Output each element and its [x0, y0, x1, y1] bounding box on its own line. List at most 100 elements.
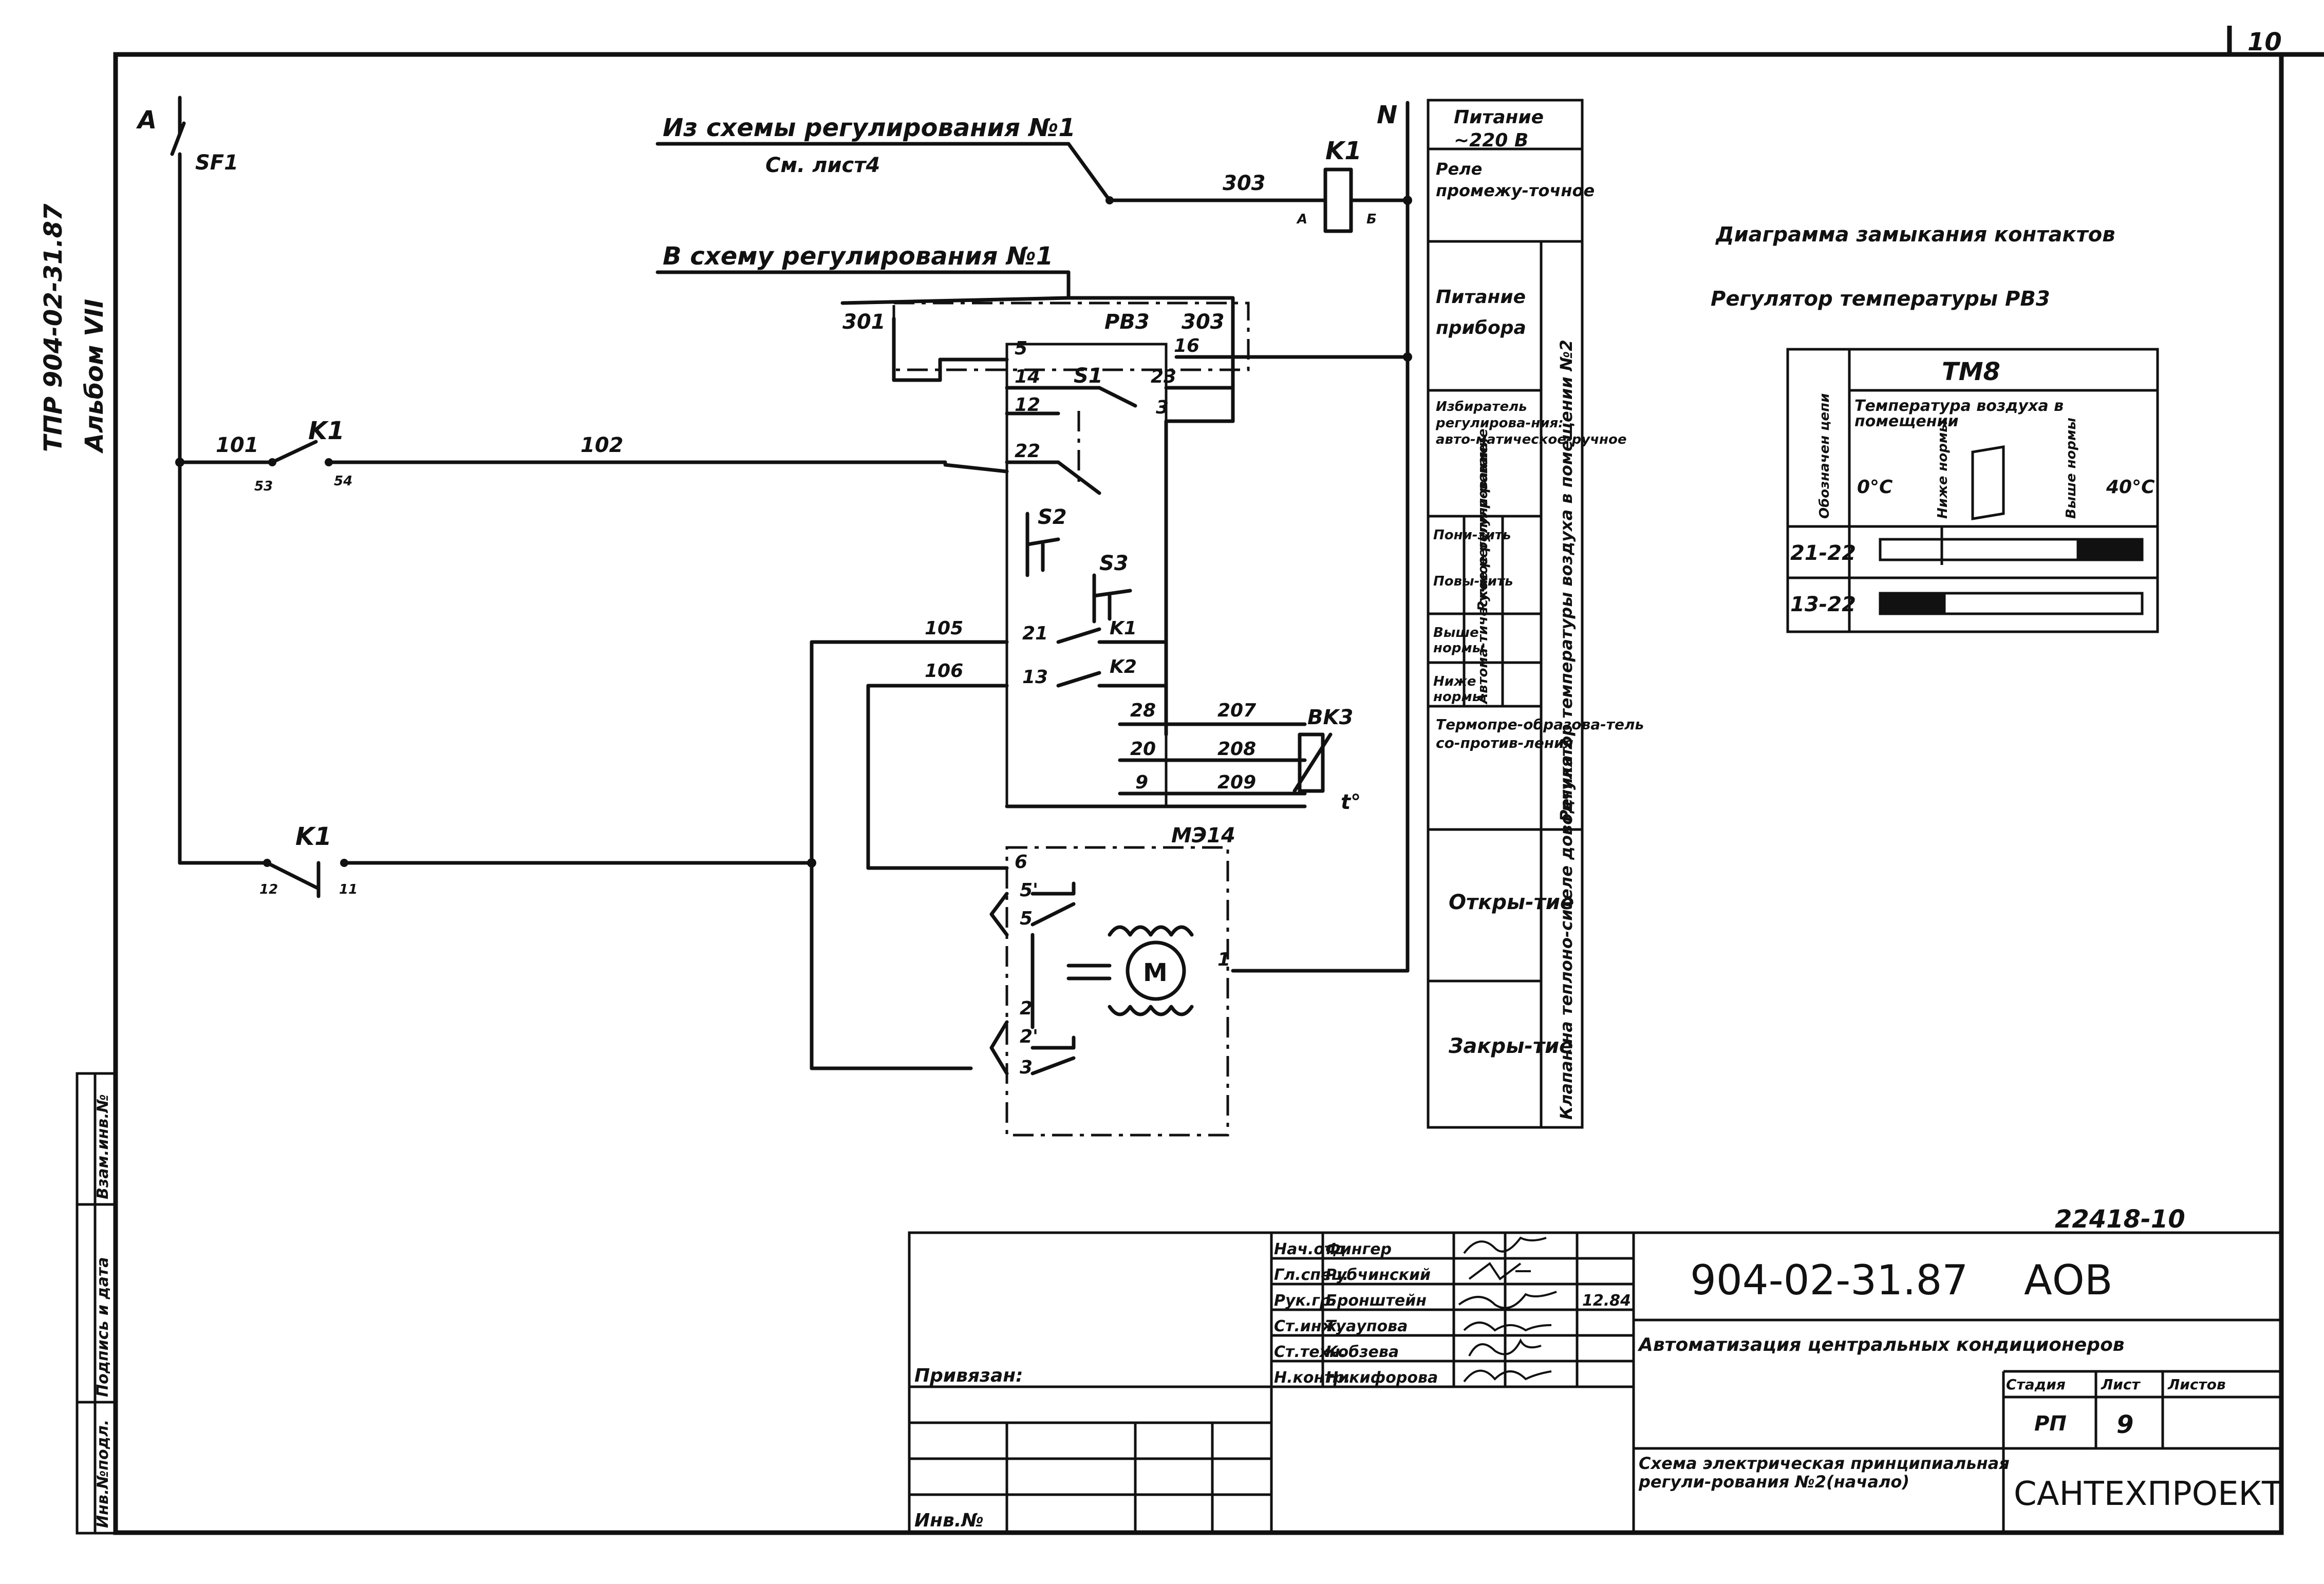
motor-symbol: [1126, 940, 1186, 1001]
switch-s2-label: S2: [1038, 505, 1067, 529]
stamp-field-inventory: Инв.№подл.: [94, 1420, 112, 1528]
title-sheets-label: Листов: [2167, 1376, 2226, 1393]
act-term-5p: 5': [1020, 880, 1038, 901]
contact-temp-max: 40°С: [2106, 477, 2155, 498]
actuator-me14-box: [1005, 846, 1229, 1137]
contact-k2r-label: K2: [1110, 656, 1137, 677]
contact-col-chain: Обозначен цепи: [1817, 393, 1832, 519]
contact-device: ТМ8: [1942, 357, 2000, 386]
wire-207-label: 207: [1217, 700, 1256, 721]
act-term-1: 1: [1217, 949, 1230, 970]
drawing-id: 22418-10: [2055, 1205, 2185, 1234]
name-2: Рубчинский: [1325, 1266, 1431, 1284]
term-3: 3: [1156, 397, 1169, 418]
term-16: 16: [1174, 335, 1200, 356]
term-9: 9: [1135, 772, 1148, 793]
wire-209-label: 209: [1217, 772, 1256, 793]
stamp-field-signature: Подпись и дата: [94, 1257, 112, 1397]
relay-pin-b: Б: [1366, 212, 1377, 227]
act-limit-open: [989, 881, 1076, 937]
neutral-node-relay: [1403, 196, 1412, 205]
k1-pin-54: 54: [334, 474, 352, 489]
title-sheet-label: Лист: [2101, 1376, 2141, 1393]
name-6: Никифорова: [1325, 1369, 1438, 1387]
breaker-contact: [170, 121, 186, 156]
act-limit-close: [989, 1020, 1076, 1076]
act-term-3: 3: [1020, 1057, 1033, 1078]
legend-open: Откры-тие: [1449, 891, 1574, 914]
legend-auto: Автома-тическое регули-рование: [1475, 444, 1491, 705]
switch-s1-blade2: [1056, 460, 1101, 495]
title-block-grid: [908, 1231, 2282, 1534]
legend-power: Питание~220 В: [1454, 107, 1544, 151]
name-1: Фингер: [1325, 1240, 1392, 1258]
title-bound: Привязан:: [914, 1365, 1023, 1386]
wire-102b: [943, 463, 1009, 474]
title-org: САНТЕХПРОЕКТ: [2014, 1475, 2282, 1513]
wire-208-label: 208: [1217, 739, 1256, 760]
wire-101-label: 101: [216, 433, 259, 457]
sensor-label: BK3: [1307, 706, 1353, 729]
act-term-5: 5: [1020, 908, 1033, 929]
relay-k1-coil: [1323, 167, 1353, 233]
relay-pin-a: А: [1296, 212, 1307, 227]
contact-diagram-title: Диаграмма замыкания контактов: [1715, 223, 2115, 247]
name-5: Кобзева: [1325, 1343, 1399, 1361]
contact-diagram-subtitle: Регулятор температуры РВ3: [1711, 287, 2050, 311]
legend-lower: Пони-зить: [1433, 527, 1511, 543]
to-scheme-brace: [840, 296, 1235, 310]
act-term-6: 6: [1015, 852, 1027, 873]
wire-102-label: 102: [580, 433, 624, 457]
legend-group-regulator: Регулятор температуры воздуха в помещени…: [1557, 340, 1576, 822]
contact-k1r: [1056, 627, 1101, 644]
k1-pin-11: 11: [339, 882, 358, 897]
switch-s3-label: S3: [1099, 552, 1129, 575]
k1-pin-53: 53: [254, 479, 273, 494]
to-scheme-label: В схему регулирования №1: [663, 242, 1053, 271]
motor-label: M: [1143, 958, 1168, 987]
from-scheme-label: Из схемы регулирования №1: [663, 114, 1076, 142]
title-project: Автоматизация центральных кондиционеров: [1637, 1334, 2125, 1355]
margin-stamp: [76, 1072, 117, 1535]
title-stage: РП: [2034, 1412, 2067, 1436]
contact-below-norm: Ниже нормы: [1935, 420, 1951, 519]
k1-no-contact: [270, 440, 318, 464]
contact-above-norm: Выше нормы: [2064, 418, 2079, 519]
motor-winding-bottom: [1108, 1005, 1194, 1016]
term-21: 21: [1022, 623, 1048, 644]
contact-norm-band: [1971, 445, 2005, 520]
wire-106-label: 106: [925, 661, 963, 682]
term-22: 22: [1015, 441, 1040, 462]
k1-nc-contact: [265, 861, 321, 891]
term-20: 20: [1130, 739, 1156, 760]
switch-s2-body: [1025, 512, 1060, 577]
legend-close: Закры-тие: [1448, 1034, 1573, 1058]
title-code: 904-02-31.87: [1690, 1256, 1968, 1304]
role-6: Н.контр.: [1274, 1369, 1350, 1387]
legend-group-valve: Клапан на теплоно-сителе доводчика 2: [1557, 738, 1576, 1120]
title-sheet: 9: [2116, 1410, 2133, 1439]
relay-k1-label: K1: [1325, 137, 1362, 165]
actuator-label: МЭ14: [1171, 824, 1235, 847]
contact-table: [1786, 348, 2159, 633]
term-23: 23: [1151, 366, 1176, 387]
sheet-number: 10: [2247, 28, 2282, 56]
breaker-label: SF1: [195, 151, 238, 175]
sensor-temp: t°: [1341, 790, 1361, 814]
role-3: Рук.гр.: [1274, 1292, 1337, 1310]
contact-row-2-chain: 13-22: [1790, 593, 1856, 616]
term-5: 5: [1015, 338, 1027, 359]
term-14: 14: [1015, 366, 1040, 387]
switch-s1-label: S1: [1074, 364, 1103, 388]
role-2: Гл.спец.: [1274, 1266, 1348, 1284]
motor-winding-top: [1108, 925, 1194, 937]
contact-k2r: [1056, 671, 1101, 688]
contact-row-1-closed: [2076, 539, 2142, 560]
phase-label: A: [136, 106, 157, 135]
